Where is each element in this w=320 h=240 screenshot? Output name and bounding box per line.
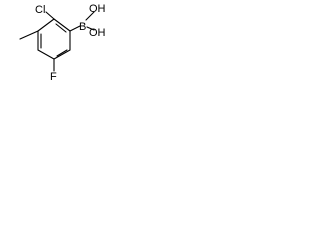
atom-label-hydroxyl-bottom: OH <box>89 27 106 39</box>
structural-formula: Cl F B OH OH <box>19 3 106 82</box>
bond-ring-to-methyl <box>19 30 39 40</box>
ring-bond-6 <box>53 18 71 32</box>
ring-bond-3 <box>37 49 55 60</box>
atom-label-boron: B <box>79 21 86 33</box>
ring-double-bond-inner-2 <box>56 49 68 57</box>
bond-ring-to-chlorine <box>45 11 55 20</box>
ring-bond-1 <box>37 18 55 32</box>
benzene-ring <box>37 18 71 60</box>
ring-double-bond-inner-3 <box>55 23 67 33</box>
atom-label-chlorine: Cl <box>35 4 45 16</box>
bond-boron-to-hydroxyl-bottom <box>86 26 95 31</box>
atom-label-fluorine: F <box>50 71 57 82</box>
bond-ring-to-boron <box>69 25 81 32</box>
atom-label-hydroxyl-top: OH <box>89 3 106 15</box>
ring-bond-4 <box>53 49 71 60</box>
bond-boron-to-hydroxyl-top <box>85 11 95 21</box>
